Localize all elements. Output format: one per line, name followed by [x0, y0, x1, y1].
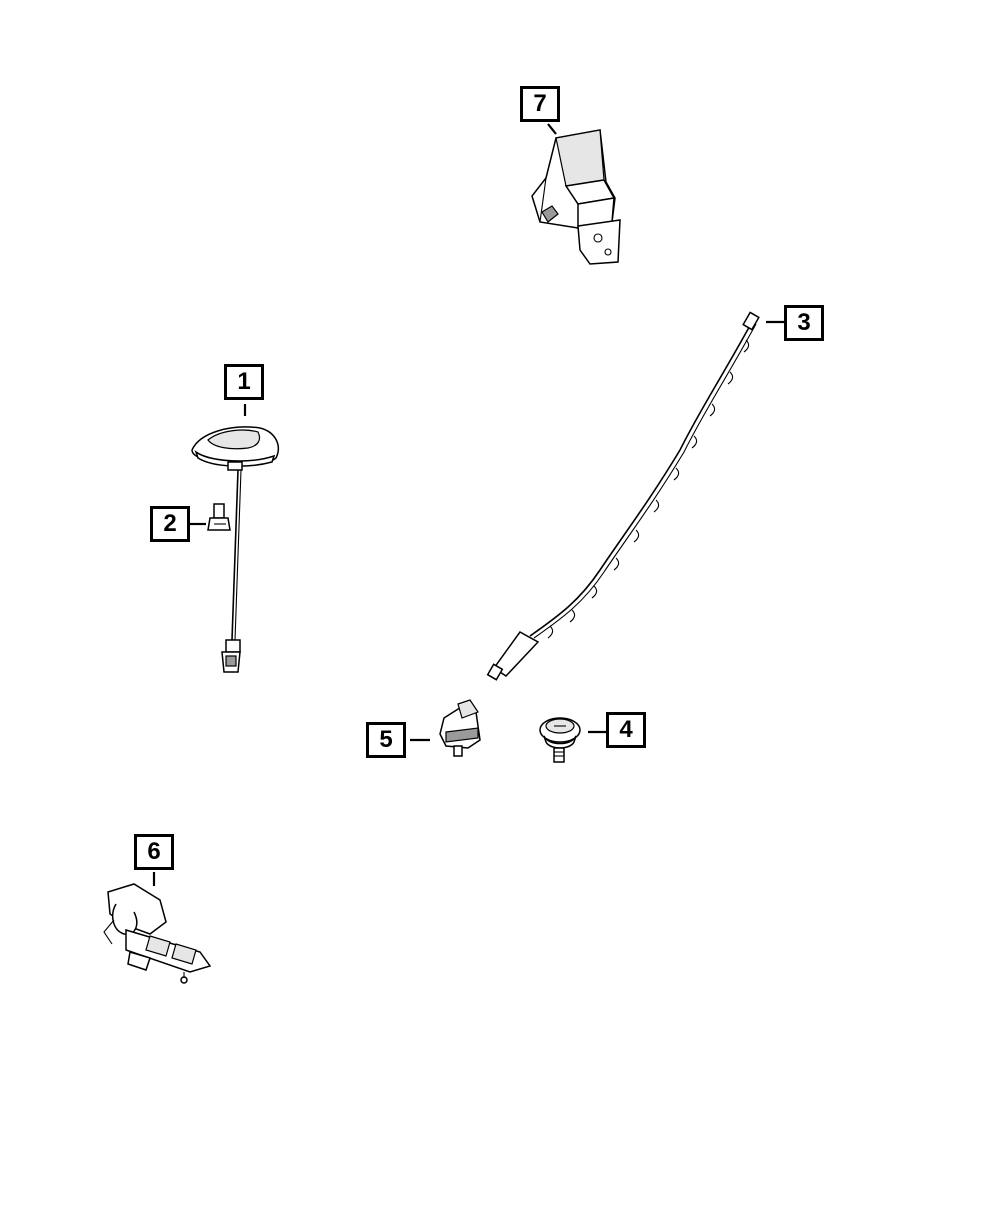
- part-4-cap-nut: [539, 717, 581, 763]
- callout-1: 1: [224, 364, 264, 400]
- part-7-bracket: [531, 129, 621, 265]
- leader-7: [547, 123, 557, 135]
- callout-2: 2: [150, 506, 190, 542]
- part-5-antenna-base: [439, 699, 481, 757]
- callout-3: 3: [784, 305, 824, 341]
- part-3-antenna-mast: [486, 311, 760, 681]
- callout-6: 6: [134, 834, 174, 870]
- part-1-antenna-module: [191, 426, 280, 673]
- part-2-fastener: [207, 503, 231, 531]
- part-6-cable-clip: [103, 883, 212, 984]
- callout-5: 5: [366, 722, 406, 758]
- callout-7: 7: [520, 86, 560, 122]
- callout-4: 4: [606, 712, 646, 748]
